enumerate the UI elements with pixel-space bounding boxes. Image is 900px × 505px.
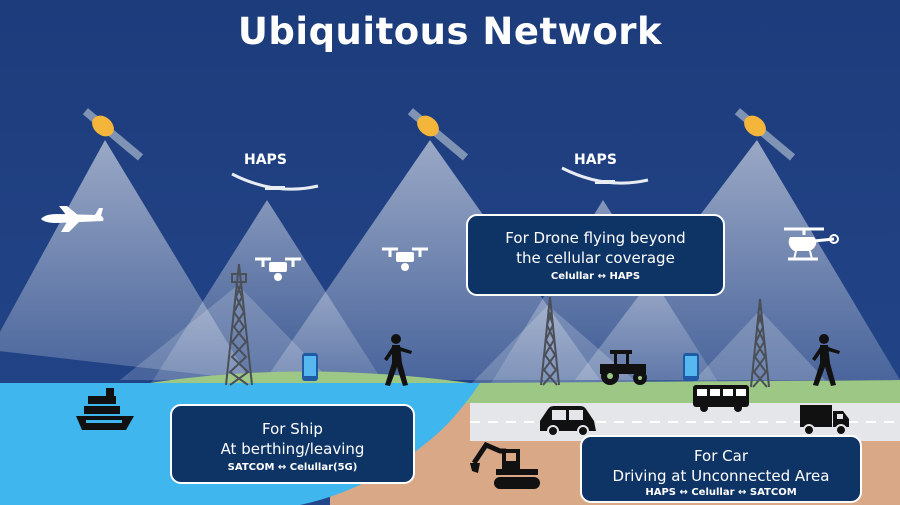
haps-beam (150, 200, 385, 385)
pedestrian-icon (384, 334, 412, 386)
callout-subtext: SATCOM ↔ Celullar(5G) (227, 462, 358, 473)
callout-subtext: Celullar ↔ HAPS (550, 271, 641, 282)
pedestrian-icon (812, 334, 840, 386)
haps-aircraft-icon (561, 166, 649, 185)
cell-tower-icon (225, 263, 253, 386)
tower-beam (120, 285, 330, 380)
satellite-icon (734, 108, 796, 161)
tractor-icon (600, 350, 647, 385)
bus-icon (693, 385, 749, 412)
truck-icon (800, 405, 849, 436)
callout-heading: For Drone flying beyond (505, 229, 686, 247)
page-title: Ubiquitous Network (237, 10, 663, 53)
helicopter-icon (784, 227, 839, 261)
callout-heading: At berthing/leaving (220, 440, 365, 458)
drone-icon (255, 257, 301, 281)
drone-icon (382, 247, 428, 271)
callout-heading: For Car (693, 447, 749, 465)
callout-heading: the cellular coverage (516, 249, 675, 267)
cell-tower-icon (540, 296, 560, 386)
airplane-icon (41, 206, 104, 232)
haps-aircraft-icon (231, 172, 319, 191)
satellite-beam (265, 140, 600, 380)
excavator-icon (470, 441, 540, 489)
callout-heading: Driving at Unconnected Area (612, 467, 830, 485)
ship-icon (76, 388, 134, 430)
satellite-icon (407, 108, 469, 161)
satellite-beam (0, 140, 250, 380)
haps-label: HAPS (574, 152, 617, 168)
car-use-case-callout: For Car Driving at Unconnected Area HAPS… (580, 435, 862, 503)
drone-use-case-callout: For Drone flying beyond the cellular cov… (466, 214, 725, 296)
ship-use-case-callout: For Ship At berthing/leaving SATCOM ↔ Ce… (170, 404, 415, 484)
satellite-icon (82, 108, 144, 161)
callout-subtext: HAPS ↔ Celullar ↔ SATCOM (645, 487, 797, 498)
haps-label: HAPS (244, 152, 287, 168)
callout-heading: For Ship (262, 420, 323, 438)
car-icon (540, 406, 596, 437)
smartphone-icon (302, 353, 318, 381)
cell-tower-icon (750, 298, 770, 388)
smartphone-icon (683, 353, 699, 381)
